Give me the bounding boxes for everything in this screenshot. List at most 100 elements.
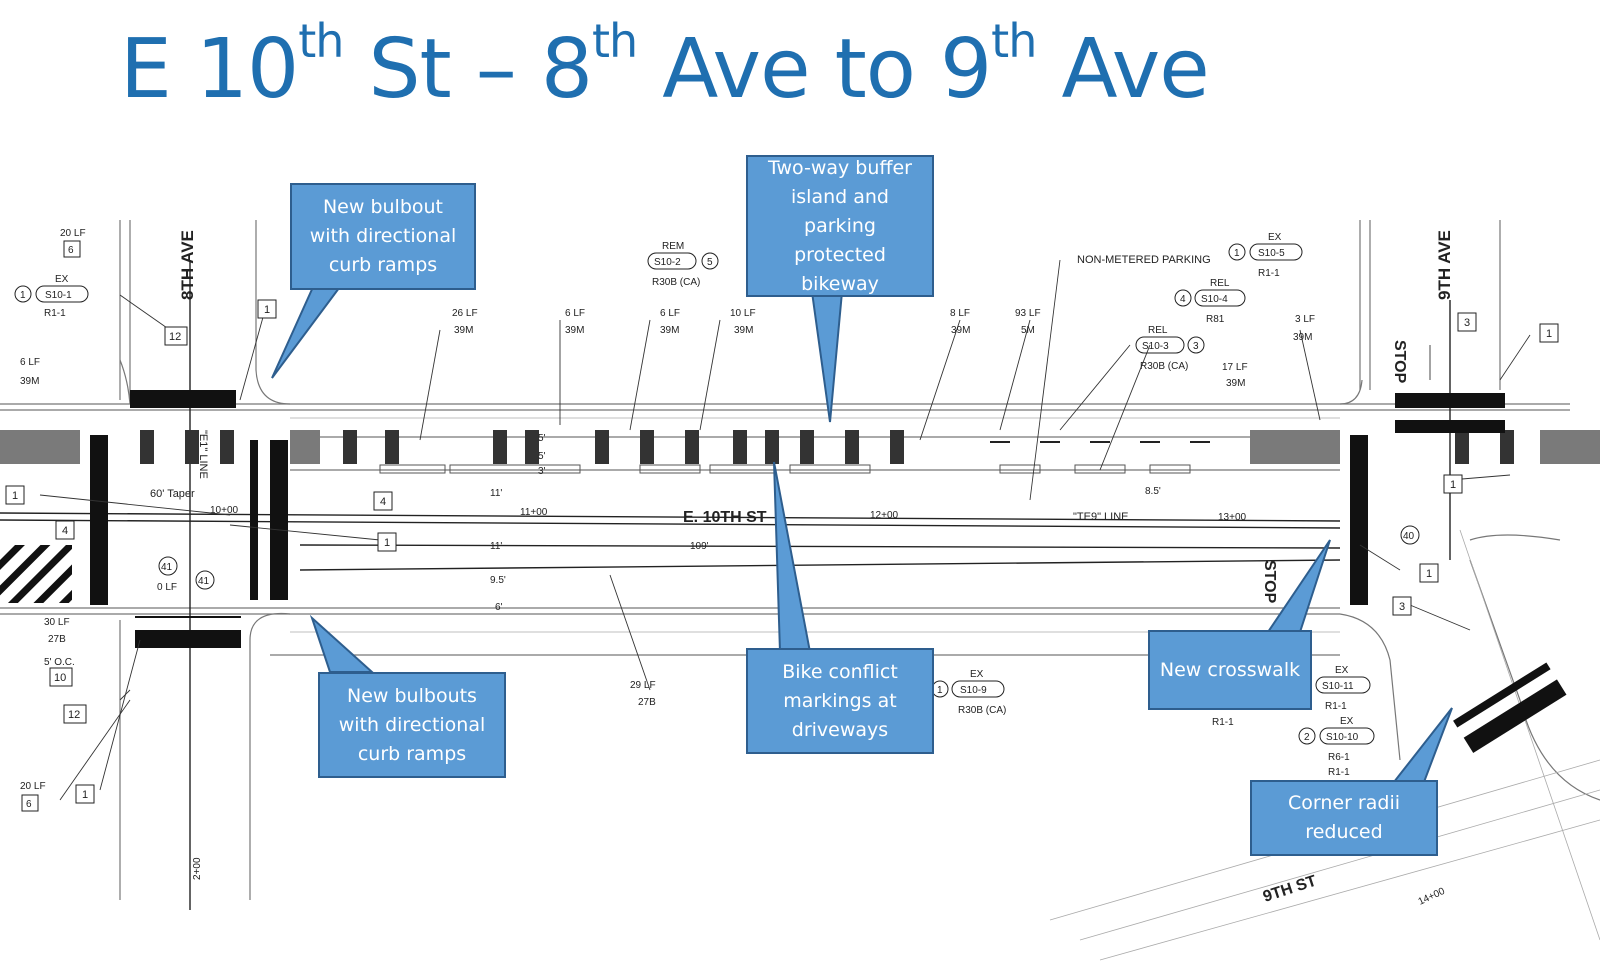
line-label: "E1" LINE: [197, 430, 209, 479]
svg-text:EX: EX: [1335, 665, 1349, 676]
svg-text:17 LF: 17 LF: [1222, 362, 1248, 373]
svg-text:5M: 5M: [1021, 325, 1035, 336]
page-title: E 10th St – 8th Ave to 9th Ave: [120, 14, 1210, 117]
svg-text:1: 1: [264, 304, 270, 316]
crosswalks: [0, 380, 1568, 755]
lf-label: 20 LF6: [20, 781, 46, 812]
keynote: 4: [55, 520, 75, 540]
svg-text:4: 4: [1180, 294, 1186, 305]
dim-label: 6': [495, 602, 503, 613]
svg-text:40: 40: [1403, 531, 1415, 542]
line-label: "TE9" LINE: [1073, 511, 1129, 523]
svg-text:1: 1: [1234, 248, 1240, 259]
svg-text:R1-1: R1-1: [1258, 268, 1280, 279]
svg-text:1: 1: [937, 685, 943, 696]
svg-text:R6-1: R6-1: [1328, 752, 1350, 763]
svg-text:39M: 39M: [565, 325, 584, 336]
svg-text:6 LF: 6 LF: [565, 308, 585, 319]
left-street-name: 8TH AVE: [178, 230, 197, 300]
svg-text:1: 1: [82, 789, 88, 801]
dim-label: 5' O.C.: [44, 657, 75, 668]
callout-buffer-island: Two-way buffer island and parking protec…: [746, 155, 934, 297]
svg-text:10: 10: [54, 672, 66, 684]
taper-label: 60' Taper: [150, 488, 195, 500]
svg-text:39M: 39M: [20, 376, 39, 387]
svg-text:1: 1: [384, 537, 390, 549]
keynote: 3: [1392, 596, 1412, 616]
keynote: 4: [373, 491, 393, 511]
dim-label: 8.5': [1145, 486, 1161, 497]
callout-new-bulbouts: New bulbouts with directional curb ramps: [318, 672, 506, 778]
svg-text:1: 1: [1450, 479, 1456, 491]
svg-text:REL: REL: [1148, 325, 1168, 336]
svg-text:R1-1: R1-1: [1325, 701, 1347, 712]
svg-text:4: 4: [380, 496, 386, 508]
svg-text:R30B (CA): R30B (CA): [1140, 361, 1188, 372]
station-label: 13+00: [1218, 512, 1247, 523]
svg-text:EX: EX: [1268, 232, 1282, 243]
sign-code: R1-1: [1212, 717, 1234, 728]
keynote: 1: [377, 532, 397, 552]
lf-label: 17 LF 39M: [1222, 362, 1248, 389]
svg-text:R30B (CA): R30B (CA): [958, 705, 1006, 716]
keynote: 1: [257, 299, 277, 319]
road-curbs: [0, 220, 1600, 900]
callout-corner-radii: Corner radii reduced: [1250, 780, 1438, 856]
svg-text:6 LF: 6 LF: [20, 357, 40, 368]
svg-text:41: 41: [198, 576, 210, 587]
sign-code: R1-1: [1328, 767, 1350, 778]
keynote: 12: [63, 704, 87, 724]
hex-label: 41: [195, 570, 215, 590]
keynote: 1: [75, 784, 95, 804]
svg-text:39M: 39M: [1293, 332, 1312, 343]
svg-text:27B: 27B: [638, 697, 656, 708]
svg-text:29 LF: 29 LF: [630, 680, 656, 691]
svg-text:5: 5: [707, 257, 713, 268]
svg-text:4: 4: [62, 525, 68, 537]
svg-text:S10-3: S10-3: [1142, 341, 1169, 352]
stop-legend: STOP: [1261, 560, 1278, 604]
svg-text:39M: 39M: [951, 325, 970, 336]
lf-label: 20 LF 6: [60, 228, 86, 258]
svg-text:2: 2: [1304, 732, 1310, 743]
svg-text:30 LF: 30 LF: [44, 617, 70, 628]
svg-text:27B: 27B: [48, 634, 66, 645]
keynote: 10: [49, 667, 73, 687]
dim-label: 11': [490, 541, 502, 552]
svg-text:39M: 39M: [660, 325, 679, 336]
dim-label: 11': [490, 488, 502, 499]
svg-text:10 LF: 10 LF: [730, 308, 756, 319]
svg-text:REL: REL: [1210, 278, 1230, 289]
keynote: 1: [1539, 323, 1559, 343]
svg-text:R30B (CA): R30B (CA): [652, 277, 700, 288]
svg-text:0 LF: 0 LF: [157, 582, 177, 593]
svg-text:26 LF: 26 LF: [452, 308, 478, 319]
svg-text:93 LF: 93 LF: [1015, 308, 1041, 319]
svg-text:20 LF: 20 LF: [60, 228, 86, 239]
svg-text:6: 6: [68, 245, 74, 256]
svg-text:12: 12: [169, 331, 181, 343]
svg-text:S10-1: S10-1: [45, 290, 72, 301]
station-label: 12+00: [870, 510, 899, 521]
lf-label: 6 LF 39M: [660, 308, 680, 336]
svg-text:6 LF: 6 LF: [660, 308, 680, 319]
dim-label: 109': [690, 541, 709, 552]
keynote: 12: [164, 326, 188, 346]
svg-text:S10-5: S10-5: [1258, 248, 1285, 259]
dim-label: 3': [538, 466, 546, 477]
svg-text:39M: 39M: [1226, 378, 1245, 389]
main-street-name: E. 10TH ST: [683, 509, 767, 526]
svg-text:41: 41: [161, 562, 173, 573]
svg-text:1: 1: [1546, 328, 1552, 340]
lf-label: 0 LF: [157, 582, 177, 593]
svg-text:S10-9: S10-9: [960, 685, 987, 696]
